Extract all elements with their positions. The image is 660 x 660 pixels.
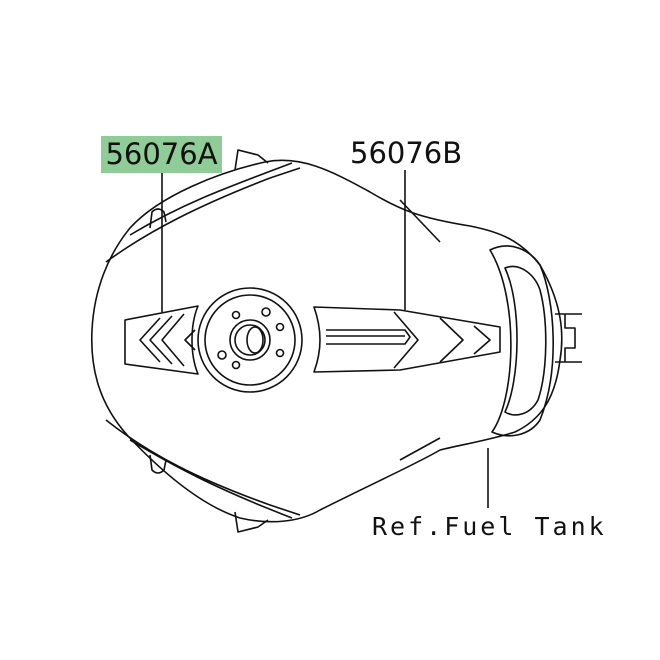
rear-mount bbox=[555, 313, 582, 363]
part-label-56076B[interactable]: 56076B bbox=[350, 136, 463, 170]
filler-cap bbox=[197, 287, 303, 393]
rear-recess-inner bbox=[504, 265, 547, 416]
rear-recess-outer bbox=[489, 245, 554, 437]
decal-56076B[interactable] bbox=[313, 306, 501, 373]
bracket-top bbox=[149, 208, 167, 229]
part-label-56076A[interactable]: 56076A bbox=[105, 137, 218, 171]
bracket-bottom bbox=[149, 454, 167, 474]
front-tab-top bbox=[234, 149, 269, 171]
tank-top-crease bbox=[399, 199, 441, 461]
tank-side-panel-top bbox=[105, 162, 301, 263]
reference-label: Ref.Fuel Tank bbox=[372, 512, 607, 541]
decal-56076A[interactable] bbox=[124, 305, 199, 375]
front-tab-bottom bbox=[234, 511, 269, 533]
highlight-box-56076A[interactable] bbox=[101, 136, 222, 173]
tank-side-panel-bottom bbox=[105, 419, 301, 519]
